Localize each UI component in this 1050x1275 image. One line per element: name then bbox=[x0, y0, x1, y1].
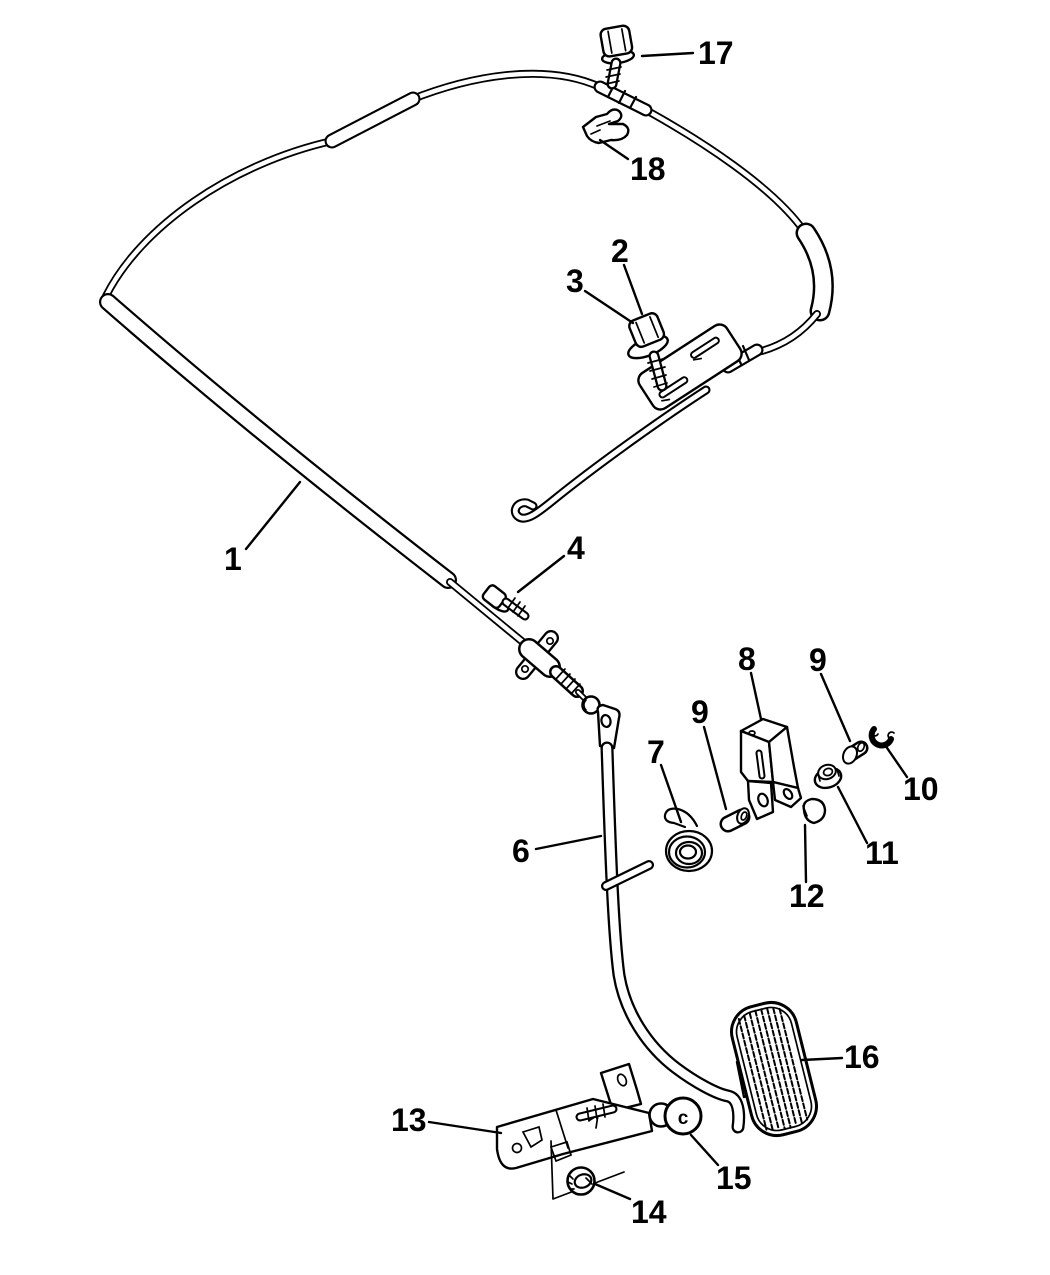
throttle-cable bbox=[99, 69, 834, 647]
cap-plug-12 bbox=[802, 797, 827, 825]
callout-13: 13 bbox=[391, 1102, 427, 1138]
callout-11: 11 bbox=[865, 835, 899, 871]
callout-9a: 9 bbox=[691, 694, 709, 730]
cable-run-to-bracket bbox=[754, 310, 821, 356]
bolt-2-head bbox=[628, 312, 666, 349]
leader-11 bbox=[836, 785, 869, 845]
bolt-4 bbox=[481, 584, 530, 621]
callout-6: 6 bbox=[512, 833, 530, 869]
leader-lines bbox=[244, 51, 909, 1201]
leader-17 bbox=[640, 51, 695, 58]
bushing-letter: c bbox=[678, 1108, 689, 1129]
pedal-pad bbox=[730, 1000, 818, 1138]
callout-9b: 9 bbox=[809, 642, 827, 678]
leader-18 bbox=[598, 138, 630, 161]
callout-15: 15 bbox=[716, 1160, 752, 1196]
cable-run-right bbox=[642, 106, 808, 235]
spring-tang bbox=[663, 807, 699, 829]
retainer-nut-11 bbox=[813, 763, 843, 790]
callout-18: 18 bbox=[630, 151, 666, 187]
leader-13 bbox=[427, 1120, 503, 1135]
callout-14: 14 bbox=[631, 1194, 667, 1230]
callout-8: 8 bbox=[738, 641, 756, 677]
callout-10: 10 bbox=[903, 771, 939, 807]
bolt-17-head bbox=[599, 24, 634, 58]
callout-3: 3 bbox=[566, 263, 584, 299]
throttle-rod-hooked-end bbox=[510, 385, 711, 523]
leader-14 bbox=[593, 1182, 632, 1201]
leader-7 bbox=[659, 763, 683, 824]
return-spring bbox=[663, 807, 714, 873]
leader-9b bbox=[819, 672, 852, 743]
leader-15 bbox=[689, 1133, 720, 1167]
leader-2 bbox=[622, 263, 644, 316]
bracket-plate bbox=[495, 1097, 654, 1170]
leader-4 bbox=[516, 554, 566, 594]
bushing-9-left bbox=[719, 807, 751, 833]
leader-9a bbox=[702, 725, 728, 811]
e-clip bbox=[868, 726, 895, 749]
callout-7: 7 bbox=[647, 734, 665, 770]
cable-clip-18 bbox=[581, 108, 630, 145]
callout-17: 17 bbox=[698, 35, 734, 71]
leader-10 bbox=[883, 743, 909, 779]
cable-end-fitting bbox=[515, 630, 601, 715]
callout-labels: 1 2 3 4 6 7 8 9 9 10 11 12 13 14 15 16 1… bbox=[224, 35, 939, 1230]
bracket-tab-left bbox=[746, 779, 775, 821]
callout-16: 16 bbox=[844, 1039, 880, 1075]
leader-8 bbox=[749, 671, 763, 721]
leader-16 bbox=[800, 1056, 844, 1062]
pivot-bracket bbox=[739, 717, 803, 821]
pedal-bracket-13 bbox=[495, 1062, 654, 1200]
rod-bushing-15: c bbox=[648, 1096, 703, 1136]
bushing-9-right bbox=[841, 740, 869, 765]
bracket-tab-right bbox=[771, 780, 803, 809]
bolt-2 bbox=[628, 312, 668, 392]
callout-2: 2 bbox=[611, 233, 629, 269]
leader-6 bbox=[534, 834, 603, 851]
callout-1: 1 bbox=[224, 541, 242, 577]
callout-4: 4 bbox=[567, 530, 585, 566]
nut-14 bbox=[566, 1166, 596, 1196]
cable-run-upper-left bbox=[102, 137, 336, 300]
leader-1 bbox=[244, 480, 302, 551]
callout-12: 12 bbox=[789, 878, 825, 914]
pedal-lever bbox=[596, 703, 746, 1134]
leader-12 bbox=[803, 823, 808, 884]
leader-3 bbox=[583, 289, 635, 325]
bolt-17 bbox=[599, 24, 636, 90]
